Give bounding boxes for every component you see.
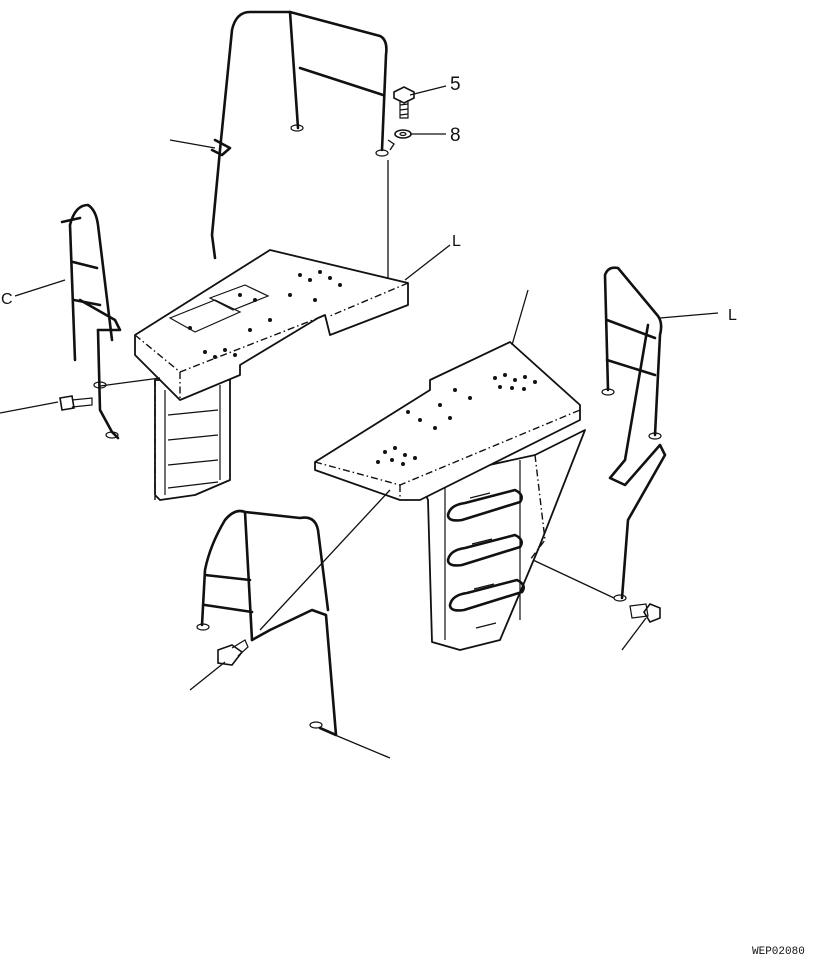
right-side-handrail	[601, 266, 667, 602]
bolt-5	[393, 86, 415, 119]
left-platform	[134, 249, 409, 401]
right-platform-assembly	[314, 341, 586, 651]
callout-rail-left: C	[1, 291, 13, 308]
left-bolt	[59, 395, 93, 411]
top-rear-handrail	[210, 10, 389, 260]
right-ladder	[419, 429, 586, 651]
callout-platform-left: L	[452, 233, 461, 250]
callout-5: 5	[450, 74, 461, 95]
front-bolt	[217, 639, 249, 666]
front-handrail	[196, 509, 338, 737]
callout-rail-right: L	[728, 307, 737, 324]
drawing-reference: WEP02080	[752, 946, 805, 957]
washer-8	[394, 129, 412, 139]
callout-8: 8	[450, 125, 461, 146]
left-platform-assembly	[134, 249, 409, 501]
left-side-handrail	[60, 203, 122, 440]
right-platform-holes	[376, 373, 537, 466]
left-platform-holes	[188, 270, 342, 359]
right-bolt	[629, 603, 661, 623]
left-ladder	[154, 379, 231, 501]
